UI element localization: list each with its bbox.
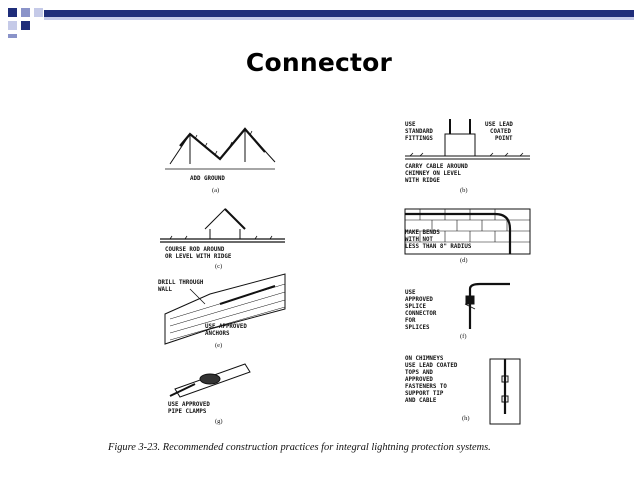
label: AND CABLE: [405, 398, 437, 404]
panel-b: [405, 119, 530, 160]
label: STANDARD: [405, 129, 433, 135]
lightning-protection-figure: ADD GROUND (a) USE STANDARD FITTINGS USE…: [158, 119, 531, 425]
label: FOR: [405, 318, 416, 324]
panel-tag: (g): [215, 418, 223, 425]
panel-tag: (a): [212, 187, 219, 194]
panel-tag: (c): [215, 263, 222, 270]
label: OR LEVEL WITH RIDGE: [165, 254, 232, 260]
label: APPROVED: [405, 297, 433, 303]
label: USE: [405, 290, 416, 296]
label: ON CHIMNEYS: [405, 356, 444, 362]
label: FASTENERS TO: [405, 384, 447, 390]
panel-tag: (h): [462, 415, 470, 422]
label: CARRY CABLE AROUND: [405, 164, 468, 170]
label: SUPPORT TIP: [405, 391, 444, 397]
label: DRILL THROUGH: [158, 280, 204, 286]
label: APPROVED: [405, 377, 433, 383]
label: SPLICES: [405, 325, 430, 331]
panel-f: [464, 282, 510, 329]
deco-square: [8, 21, 17, 30]
panel-tag: (f): [460, 333, 467, 340]
figure-caption: Figure 3-23. Recommended construction pr…: [108, 442, 491, 453]
deco-square: [21, 8, 30, 17]
label: MAKE BENDS: [405, 230, 440, 236]
panel-d: [404, 208, 531, 255]
label: WITH NOT: [405, 237, 433, 243]
panel-g: [169, 363, 251, 398]
panel-c: [160, 208, 285, 243]
label: COURSE ROD AROUND: [165, 247, 225, 253]
label: ADD GROUND: [190, 176, 225, 182]
label: USE LEAD: [485, 122, 513, 128]
deco-square: [34, 8, 43, 17]
label: USE LEAD COATED: [405, 363, 458, 369]
deco-square: [8, 34, 17, 38]
label: WALL: [158, 287, 172, 293]
panel-tag: (b): [460, 187, 468, 194]
label: ANCHORS: [205, 331, 230, 337]
label: PIPE CLAMPS: [168, 409, 207, 415]
panel-a: [165, 127, 276, 170]
panel-tag: (d): [460, 257, 468, 264]
panel-e: [164, 273, 286, 345]
label: USE APPROVED: [168, 402, 210, 408]
panel-h: [489, 358, 521, 425]
label: USE APPROVED: [205, 324, 247, 330]
header-bar-light: [44, 17, 634, 20]
label: TOPS AND: [405, 370, 433, 376]
deco-square: [8, 8, 17, 17]
label: WITH RIDGE: [405, 178, 440, 184]
label: COATED: [490, 129, 511, 135]
label: SPLICE: [405, 304, 426, 310]
deco-square: [21, 21, 30, 30]
label: POINT: [495, 136, 513, 142]
label: FITTINGS: [405, 136, 433, 142]
label: CHIMNEY ON LEVEL: [405, 171, 461, 177]
label: LESS THAN 8" RADIUS: [405, 244, 472, 250]
header-bar-dark: [44, 10, 634, 17]
label: CONNECTOR: [405, 311, 437, 317]
corner-decoration: [8, 8, 634, 38]
slide-title: Connector: [245, 48, 393, 77]
panel-tag: (e): [215, 342, 222, 349]
label: USE: [405, 122, 416, 128]
